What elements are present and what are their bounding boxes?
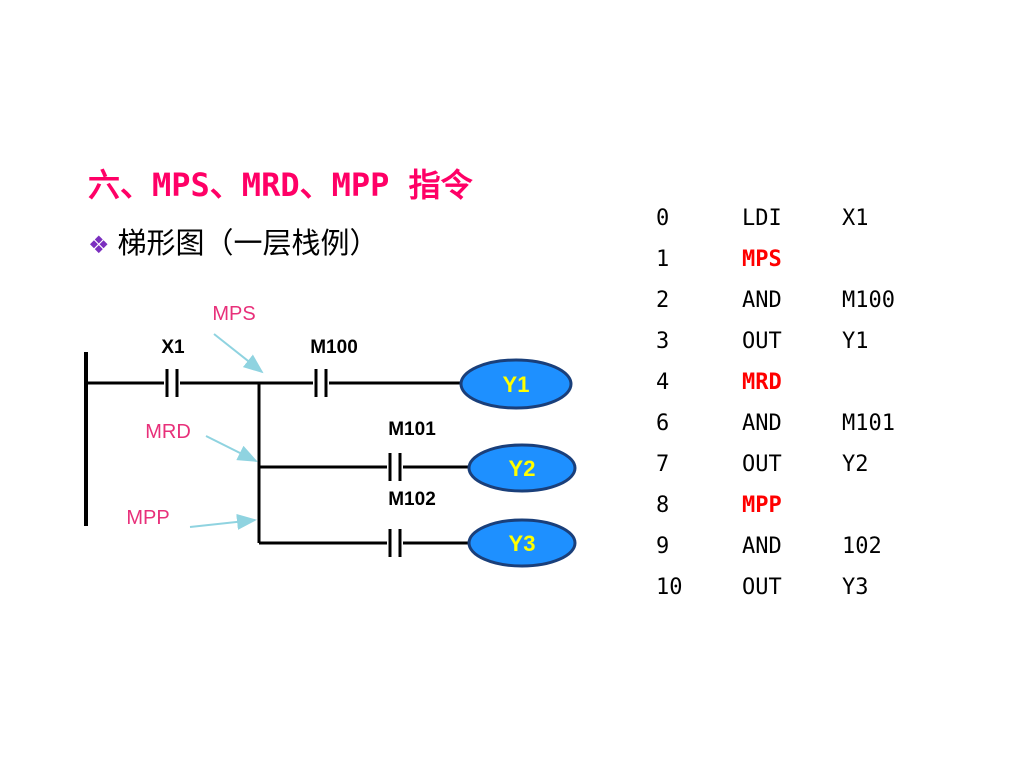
arrow-mpp bbox=[189, 513, 257, 530]
instruction-arg: Y1 bbox=[842, 329, 869, 354]
instruction-step: 7 bbox=[656, 452, 670, 477]
instruction-step: 1 bbox=[656, 247, 670, 272]
contact-label-x1: X1 bbox=[161, 337, 185, 358]
instruction-arg: X1 bbox=[842, 206, 869, 231]
instruction-op: MPP bbox=[742, 493, 782, 518]
arrow-mps bbox=[213, 333, 264, 374]
instruction-step: 0 bbox=[656, 206, 670, 231]
diamond-bullet-icon: ❖ bbox=[88, 231, 110, 259]
coil-y1 bbox=[459, 358, 573, 410]
instruction-op: AND bbox=[742, 411, 782, 436]
instruction-arg: M101 bbox=[842, 411, 895, 436]
instruction-op: OUT bbox=[742, 452, 782, 477]
instruction-op: MPS bbox=[742, 247, 782, 272]
instruction-arg: M100 bbox=[842, 288, 895, 313]
instruction-step: 6 bbox=[656, 411, 670, 436]
instruction-step: 3 bbox=[656, 329, 670, 354]
coil-y2-label: Y2 bbox=[509, 456, 536, 481]
coil-y3-label: Y3 bbox=[509, 531, 536, 556]
instruction-step: 8 bbox=[656, 493, 670, 518]
contact-label-m100: M100 bbox=[310, 337, 358, 358]
page-title: 六、MPS、MRD、MPP 指令 bbox=[88, 166, 473, 204]
instruction-op: AND bbox=[742, 288, 782, 313]
instruction-step: 4 bbox=[656, 370, 670, 395]
arrow-mrd bbox=[205, 435, 258, 462]
instruction-arg: 102 bbox=[842, 534, 882, 559]
instruction-arg: Y2 bbox=[842, 452, 869, 477]
coil-y1-label: Y1 bbox=[503, 372, 530, 397]
coil-y3 bbox=[467, 518, 577, 568]
subtitle-text: 梯形图（一层栈例） bbox=[117, 226, 379, 260]
subtitle-line: ❖梯形图（一层栈例） bbox=[88, 220, 379, 262]
instruction-arg: Y3 bbox=[842, 575, 869, 600]
instruction-step: 10 bbox=[656, 575, 683, 600]
instruction-op: MRD bbox=[742, 370, 782, 395]
instruction-op: LDI bbox=[742, 206, 782, 231]
annotation-mps: MPS bbox=[212, 303, 255, 325]
instruction-step: 2 bbox=[656, 288, 670, 313]
instruction-op: OUT bbox=[742, 329, 782, 354]
instruction-step: 9 bbox=[656, 534, 670, 559]
contact-label-m102: M102 bbox=[388, 489, 436, 510]
annotation-mrd: MRD bbox=[145, 421, 191, 443]
annotation-mpp: MPP bbox=[126, 507, 169, 529]
coil-y2 bbox=[467, 443, 577, 493]
contact-label-m101: M101 bbox=[388, 419, 436, 440]
instruction-op: OUT bbox=[742, 575, 782, 600]
instruction-op: AND bbox=[742, 534, 782, 559]
